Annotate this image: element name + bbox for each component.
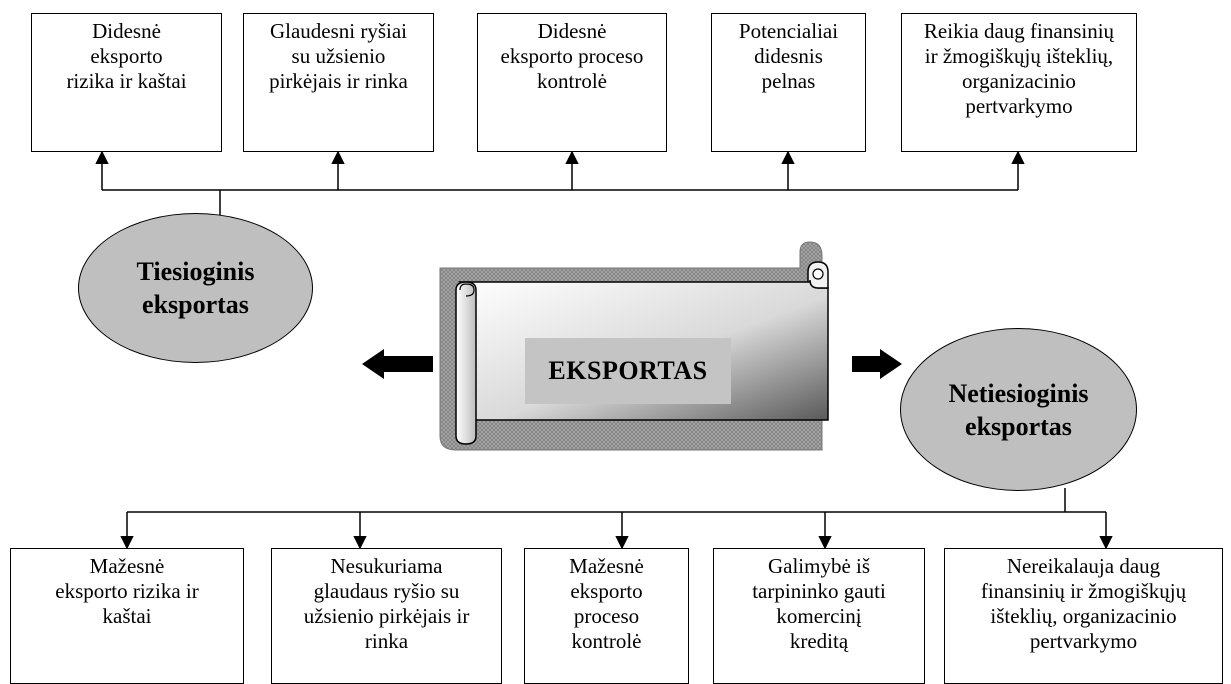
indirect-box-4: Galimybė iš tarpininko gauti komercinį k… xyxy=(713,548,925,684)
direct-box-4: Potencialiai didesnis pelnas xyxy=(711,13,866,152)
indirect-export-ellipse: Netiesioginis eksportas xyxy=(900,328,1137,491)
direct-box-2: Glaudesni ryšiai su užsienio pirkėjais i… xyxy=(243,13,434,152)
direct-box-5: Reikia daug finansinių ir žmogiškųjų išt… xyxy=(901,13,1137,152)
direct-box-3: Didesnė eksporto proceso kontrolė xyxy=(477,13,667,152)
indirect-box-2: Nesukuriama glaudaus ryšio su užsienio p… xyxy=(271,548,502,684)
center-label: EKSPORTAS xyxy=(525,338,731,404)
indirect-box-5: Nereikalauja daug finansinių ir žmogiškų… xyxy=(944,548,1223,684)
left-block-arrow xyxy=(362,349,433,379)
indirect-box-1: Mažesnė eksporto rizika ir kaštai xyxy=(10,548,244,684)
bottom-connectors xyxy=(120,488,1113,550)
top-connectors xyxy=(95,150,1025,215)
right-block-arrow xyxy=(852,349,902,379)
indirect-box-3: Mažesnė eksporto proceso kontrolė xyxy=(524,548,689,684)
direct-export-ellipse: Tiesioginis eksportas xyxy=(78,213,313,363)
direct-box-1: Didesnė eksporto rizika ir kaštai xyxy=(31,13,222,152)
